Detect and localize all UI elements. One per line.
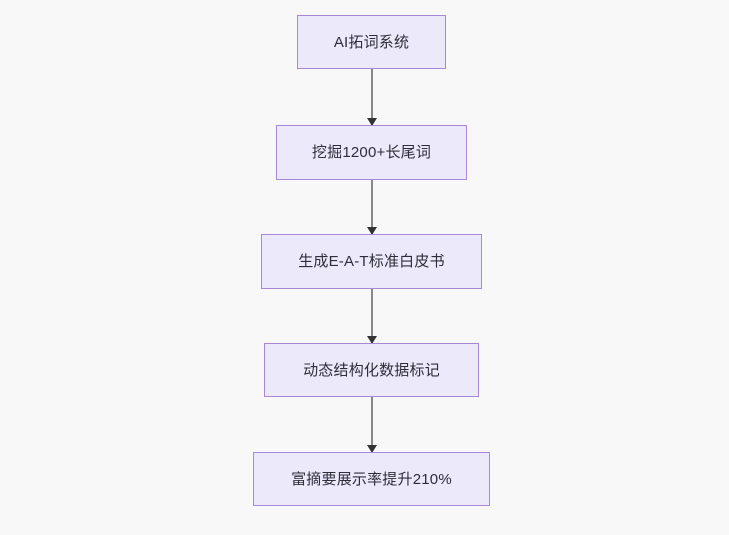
flowchart-node-3-label: 生成E-A-T标准白皮书: [298, 253, 445, 270]
flowchart-edge-4: [367, 397, 377, 453]
edge-line: [371, 69, 373, 125]
arrow-down-icon: [367, 227, 377, 235]
flowchart-node-2[interactable]: 挖掘1200+长尾词: [276, 125, 467, 180]
flowchart-edge-1: [367, 69, 377, 126]
flowchart-node-5-label: 富摘要展示率提升210%: [291, 470, 452, 488]
flowchart-node-3[interactable]: 生成E-A-T标准白皮书: [261, 234, 482, 289]
arrow-down-icon: [367, 445, 377, 453]
flowchart-edge-2: [367, 180, 377, 235]
edge-line: [371, 397, 373, 452]
flowchart-node-5[interactable]: 富摘要展示率提升210%: [253, 452, 490, 506]
edge-line: [371, 289, 373, 343]
flowchart-node-1-label: AI拓词系统: [333, 33, 410, 51]
flowchart-node-4-label: 动态结构化数据标记: [303, 361, 440, 379]
flowchart-node-4[interactable]: 动态结构化数据标记: [264, 343, 479, 397]
flowchart-node-1[interactable]: AI拓词系统: [297, 15, 446, 69]
flowchart-node-2-label: 挖掘1200+长尾词: [311, 144, 432, 161]
arrow-down-icon: [367, 336, 377, 344]
edge-line: [371, 180, 373, 234]
arrow-down-icon: [367, 118, 377, 126]
flowchart-edge-3: [367, 289, 377, 344]
